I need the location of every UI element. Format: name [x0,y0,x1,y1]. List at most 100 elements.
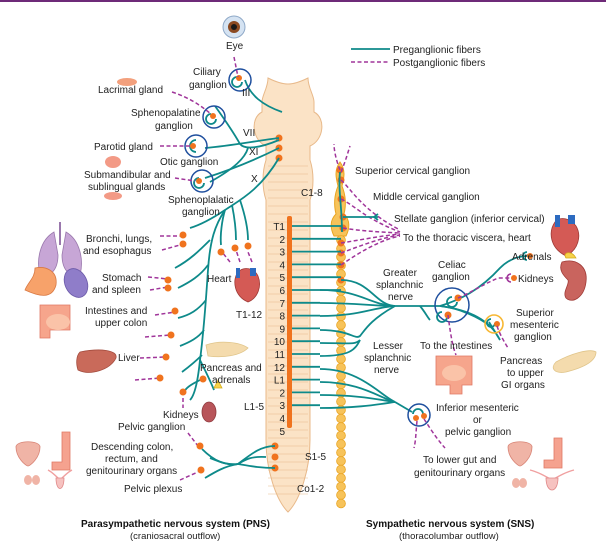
kidney-icon-sns [560,260,587,301]
kidney-icon-pns [201,401,217,423]
pns-postganglionic-fibers [134,56,253,481]
label-cn-x: X [251,174,258,185]
chain-ganglion-bead [336,456,346,466]
heart-icon [234,268,260,303]
chain-ganglion-bead [336,439,346,449]
adrenals-terminal [522,251,528,261]
bladder-icon-pns [15,441,41,485]
segment-label: L1 [274,376,286,387]
label-sphenopalatine-1: Sphenopalatine [131,108,201,119]
label-stomach-2: and spleen [92,285,141,296]
top-border [0,0,606,2]
segment-label: 8 [279,312,285,323]
label-lesser-3: nerve [374,365,399,376]
label-lacrimal: Lacrimal gland [98,85,163,96]
label-liver: Liver [118,353,140,364]
label-sup-mes-2: mesenteric [510,320,559,331]
label-lower-gut-1: To lower gut and [423,455,496,466]
label-inf-mes-1: Inferior mesenteric [436,403,519,414]
label-l1-5: L1-5 [244,402,264,413]
sacral-nucleus-2 [271,453,279,461]
label-kidneys-sns: Kidneys [518,274,554,285]
sns-title: Sympathetic nervous system (SNS) [366,519,534,530]
label-pancreas-1: Pancreas and [200,363,262,374]
label-eye: Eye [226,41,244,52]
liver-icon [76,349,117,373]
label-heart: Heart [207,274,232,285]
chain-ganglion-bead [336,413,346,424]
chain-ganglion-bead [336,303,346,313]
segment-label: 6 [279,286,285,297]
chain-ganglion-bead [336,481,346,492]
intestines-icon [39,304,71,339]
organs [15,15,597,491]
segment-label: 3 [279,248,285,259]
label-cn-vii: VII [243,128,255,139]
parotid-gland-icon [105,156,121,168]
superior-mesenteric-ganglion [484,314,509,349]
chain-ganglion-bead [336,473,346,483]
label-middle-cervical: Middle cervical ganglion [373,192,480,203]
segment-label: T1 [273,222,285,233]
segment-label: 9 [279,324,285,335]
colon-icon-sns [543,437,563,469]
label-descending-3: genitourinary organs [86,466,177,477]
label-sup-mes-1: Superior [516,308,554,319]
section-titles: Parasympathetic nervous system (PNS) (cr… [81,519,534,542]
eye-icon [222,15,246,39]
segment-label: 12 [274,363,286,374]
bladder-icon-sns [507,441,533,488]
lungs-icon [38,222,82,277]
label-bronchi-2: and esophagus [83,246,151,257]
label-thoracic-viscera: To the thoracic viscera, heart [403,233,531,244]
label-pancreas-sns-2: to upper [507,368,544,379]
stomach-icon [24,267,57,296]
segment-label: 5 [279,427,285,438]
label-sphenopalatine-2: ganglion [155,121,193,132]
segment-label: 2 [279,235,285,246]
label-bronchi-1: Bronchi, lungs, [86,234,152,245]
label-inf-mes-3: pelvic ganglion [445,427,511,438]
legend-preganglionic-label: Preganglionic fibers [393,45,481,56]
label-co1-2: Co1-2 [297,484,325,495]
label-intestines-2: upper colon [95,318,147,329]
pancreas-icon [205,341,249,358]
chain-ganglia-beads [336,235,346,509]
chain-ganglion-bead [336,311,346,322]
label-greater-3: nerve [388,292,413,303]
segment-label: 10 [274,337,286,348]
label-submandibular-2: sublingual glands [88,182,165,193]
spleen-icon [63,268,89,298]
label-adrenals: Adrenals [512,252,551,263]
sublingual-gland-icon [104,192,122,200]
label-celiac-1: Celiac [438,260,466,271]
adrenal-icon [213,379,223,389]
label-greater-2: splanchnic [376,280,423,291]
chain-ganglion-bead [336,464,346,475]
label-descending-2: rectum, and [105,454,158,465]
label-otic: Otic ganglion [160,157,218,168]
label-pelvic-plexus: Pelvic plexus [124,484,182,495]
pns-title: Parasympathetic nervous system (PNS) [81,519,270,530]
heart-icon-sns [550,215,580,257]
sns-labels: Superior cervical ganglion Middle cervic… [355,166,559,479]
label-stellate: Stellate ganglion (inferior cervical) [394,214,545,225]
label-pelvic-ganglion: Pelvic ganglion [118,422,185,433]
sphenopalatine-ganglion [202,105,226,129]
label-pancreas-2: adrenals [212,375,250,386]
chain-ganglion-bead [336,447,346,458]
vagus-nerve [189,157,280,229]
pns-terminal-neurons [156,231,252,474]
segment-label: 7 [279,299,285,310]
celiac-ganglion-ring [434,287,470,323]
label-greater-1: Greater [383,268,418,279]
uterus-icon-sns [529,469,575,491]
inferior-mesenteric-ganglion [407,403,446,449]
segment-label: 11 [275,350,286,361]
label-to-intestines: To the intestines [420,341,492,352]
spine-region-labels: C1-8 T1-12 L1-5 S1-5 Co1-2 [236,188,327,495]
label-parotid: Parotid gland [94,142,153,153]
label-c1-8: C1-8 [301,188,323,199]
chain-ganglion-bead [336,490,346,500]
